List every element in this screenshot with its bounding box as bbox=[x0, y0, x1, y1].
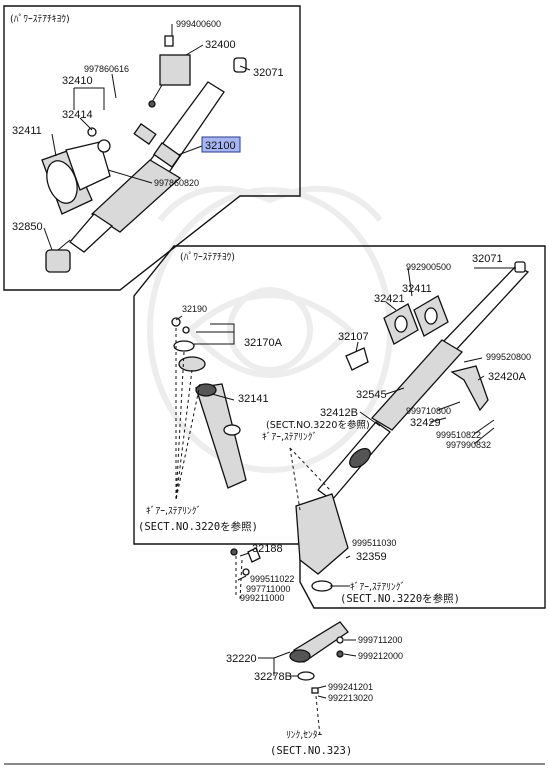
highlight-32100[interactable] bbox=[201, 136, 241, 153]
bracket-32188 bbox=[247, 547, 261, 563]
label-32141: 32141 bbox=[238, 393, 269, 405]
label-997990832: 997990832 bbox=[446, 440, 491, 450]
bracket-32107 bbox=[345, 347, 369, 371]
seal-lower bbox=[311, 580, 333, 592]
label-32220: 32220 bbox=[226, 653, 257, 665]
switch-body bbox=[159, 54, 191, 86]
column-cover-assembly bbox=[41, 127, 111, 215]
label-32545: 32545 bbox=[356, 389, 387, 401]
ref-sect-3220-left: (SECT.NO.3220を参照) bbox=[138, 520, 258, 533]
label-32410: 32410 bbox=[62, 75, 93, 87]
pitman-arm-assembly: 32220 32278B 999711200 999212000 9992412… bbox=[226, 621, 403, 757]
u-joint-cross bbox=[349, 447, 371, 469]
switch-screw bbox=[164, 35, 174, 47]
label-999511030: 999511030 bbox=[352, 538, 396, 548]
label-992213020: 992213020 bbox=[328, 693, 373, 703]
column-tube bbox=[90, 159, 182, 233]
label-992900500: 992900500 bbox=[406, 262, 451, 272]
label-32100[interactable]: 32100 bbox=[205, 140, 236, 152]
column-clamp bbox=[153, 142, 181, 168]
upper-box-frame bbox=[3, 5, 301, 291]
ref-link-center: ﾘﾝｸ,ｾﾝﾀｰ bbox=[286, 730, 323, 741]
upper-box: (ﾊﾟﾜｰｽﾃｱﾁｷﾖｳ) bbox=[3, 5, 301, 291]
column-bracket bbox=[133, 123, 157, 145]
label-32850: 32850 bbox=[12, 221, 43, 233]
bracket-32420a bbox=[450, 365, 489, 412]
label-32414: 32414 bbox=[62, 109, 93, 121]
shaft-tube bbox=[370, 339, 464, 431]
ref-sect-323: (SECT.NO.323) bbox=[270, 745, 352, 757]
label-999510822: 999510822 bbox=[436, 430, 481, 440]
steering-column-assembly bbox=[69, 81, 225, 253]
lower-box: (ﾊﾟﾜｰｽﾃｱﾁﾖｳ) bbox=[133, 245, 546, 609]
label-32411-lower: 32411 bbox=[402, 283, 432, 295]
cover-seal bbox=[97, 139, 111, 153]
ref-sect-3220-note: (SECT.NO.3220を参照) bbox=[266, 419, 370, 431]
gaskets-32421 bbox=[383, 295, 449, 345]
label-999241201: 999241201 bbox=[328, 682, 373, 692]
joint-body bbox=[45, 249, 71, 273]
label-32190: 32190 bbox=[182, 304, 207, 314]
label-999511022: 999511022 bbox=[250, 574, 294, 584]
shaft-cap bbox=[514, 261, 526, 273]
label-32278b: 32278B bbox=[254, 671, 292, 683]
ref-gear-steering-note: ｷﾞｱｰ,ｽﾃｱﾘﾝｸﾞ bbox=[262, 432, 317, 443]
seal-ring bbox=[173, 340, 195, 352]
combination-switch bbox=[148, 35, 191, 108]
label-997860820: 997860820 bbox=[154, 178, 199, 188]
cover-housing bbox=[65, 141, 111, 191]
gear-housing-body bbox=[295, 493, 349, 575]
drop-arm-fasteners: 32188 999511022 997711000 999211000 bbox=[240, 543, 294, 603]
ref-gear-steering-left: ｷﾞｱｰ,ｽﾃｱﾘﾝｸﾞ bbox=[146, 506, 201, 517]
bushing-upper bbox=[233, 57, 247, 73]
label-999711200: 999711200 bbox=[358, 635, 402, 645]
label-999400600: 999400600 bbox=[176, 19, 221, 29]
label-999212000: 999212000 bbox=[358, 651, 403, 661]
label-999520800: 999520800 bbox=[486, 352, 531, 362]
label-32420a: 32420A bbox=[488, 371, 527, 383]
ref-gear-steering-right: ｷﾞｱｰ,ｽﾃｱﾘﾝｸﾞ bbox=[350, 582, 405, 593]
label-997860616: 997860616 bbox=[84, 64, 129, 74]
column-shaft-lower bbox=[69, 213, 114, 253]
label-997711000: 997711000 bbox=[246, 584, 290, 594]
joint-32850 bbox=[45, 239, 71, 273]
arm-boot bbox=[297, 671, 315, 681]
label-999710800: 999710800 bbox=[406, 406, 451, 416]
intermediate-shaft bbox=[317, 261, 530, 501]
label-999211000: 999211000 bbox=[240, 593, 284, 603]
label-32170a: 32170A bbox=[244, 337, 283, 349]
lower-box-frame bbox=[133, 245, 546, 609]
label-32411: 32411 bbox=[12, 125, 42, 137]
label-32429: 32429 bbox=[410, 417, 441, 429]
label-32107: 32107 bbox=[338, 331, 369, 343]
label-32188: 32188 bbox=[252, 543, 283, 555]
label-32071-lower: 32071 bbox=[472, 253, 503, 265]
label-32071-upper: 32071 bbox=[253, 67, 284, 79]
label-32359: 32359 bbox=[356, 551, 387, 563]
label-32421: 32421 bbox=[374, 293, 405, 305]
arm-ball bbox=[289, 649, 311, 663]
label-32400: 32400 bbox=[205, 39, 236, 51]
cover-bolt bbox=[87, 127, 97, 137]
ref-sect-3220-right: (SECT.NO.3220を参照) bbox=[340, 592, 460, 605]
upper-box-heading: (ﾊﾟﾜｰｽﾃｱﾁｷﾖｳ) bbox=[10, 14, 70, 25]
label-32412b: 32412B bbox=[320, 407, 358, 419]
lower-box-heading: (ﾊﾟﾜｰｽﾃｱﾁﾖｳ) bbox=[180, 252, 235, 263]
